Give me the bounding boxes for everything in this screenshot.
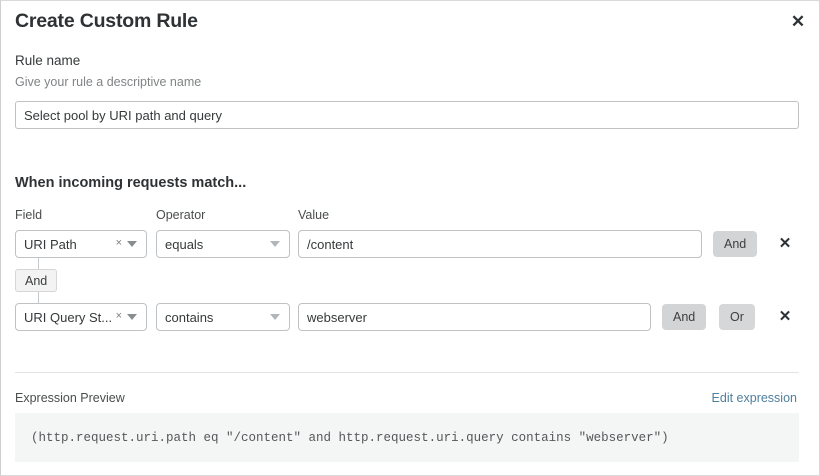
clear-icon[interactable]: × — [115, 237, 122, 249]
value-input-row1[interactable] — [298, 230, 702, 258]
expression-preview-label: Expression Preview — [15, 391, 125, 405]
connector-line-top — [38, 258, 39, 270]
and-button-row1[interactable]: And — [713, 231, 758, 257]
rule-name-label: Rule name — [15, 53, 81, 68]
chevron-down-icon[interactable] — [270, 314, 280, 320]
field-select-row1-value: URI Path — [24, 236, 77, 252]
dialog-title: Create Custom Rule — [15, 10, 198, 32]
chevron-down-icon[interactable] — [127, 241, 137, 247]
group-connector-and-chip[interactable]: And — [15, 269, 58, 292]
field-select-row2-value: URI Query St... — [24, 309, 113, 325]
field-select-row2[interactable]: URI Query St... × — [15, 303, 147, 331]
operator-select-row2[interactable]: contains — [156, 303, 290, 331]
chevron-down-icon[interactable] — [127, 314, 137, 320]
column-header-field: Field — [15, 208, 43, 222]
remove-condition-icon[interactable]: ✕ — [776, 234, 794, 252]
chevron-down-icon[interactable] — [270, 241, 280, 247]
column-header-value: Value — [298, 208, 330, 222]
field-select-row1[interactable]: URI Path × — [15, 230, 147, 258]
operator-select-row1[interactable]: equals — [156, 230, 290, 258]
expression-preview-box: (http.request.uri.path eq "/content" and… — [15, 413, 799, 462]
section-divider — [15, 372, 799, 373]
and-button-row2[interactable]: And — [662, 304, 707, 330]
value-input-row2[interactable] — [298, 303, 651, 331]
or-button-row2[interactable]: Or — [719, 304, 755, 330]
edit-expression-link[interactable]: Edit expression — [711, 391, 797, 405]
rule-name-hint: Give your rule a descriptive name — [15, 75, 202, 89]
operator-select-row1-value: equals — [165, 236, 204, 252]
close-icon[interactable]: ✕ — [786, 9, 810, 33]
connector-line-bottom — [38, 292, 39, 303]
expression-preview-code: (http.request.uri.path eq "/content" and… — [31, 430, 669, 445]
rule-name-input[interactable] — [15, 101, 799, 129]
match-heading: When incoming requests match... — [15, 175, 247, 191]
clear-icon[interactable]: × — [115, 310, 122, 322]
remove-condition-icon[interactable]: ✕ — [776, 307, 794, 325]
column-header-operator: Operator — [156, 208, 206, 222]
operator-select-row2-value: contains — [165, 309, 214, 325]
